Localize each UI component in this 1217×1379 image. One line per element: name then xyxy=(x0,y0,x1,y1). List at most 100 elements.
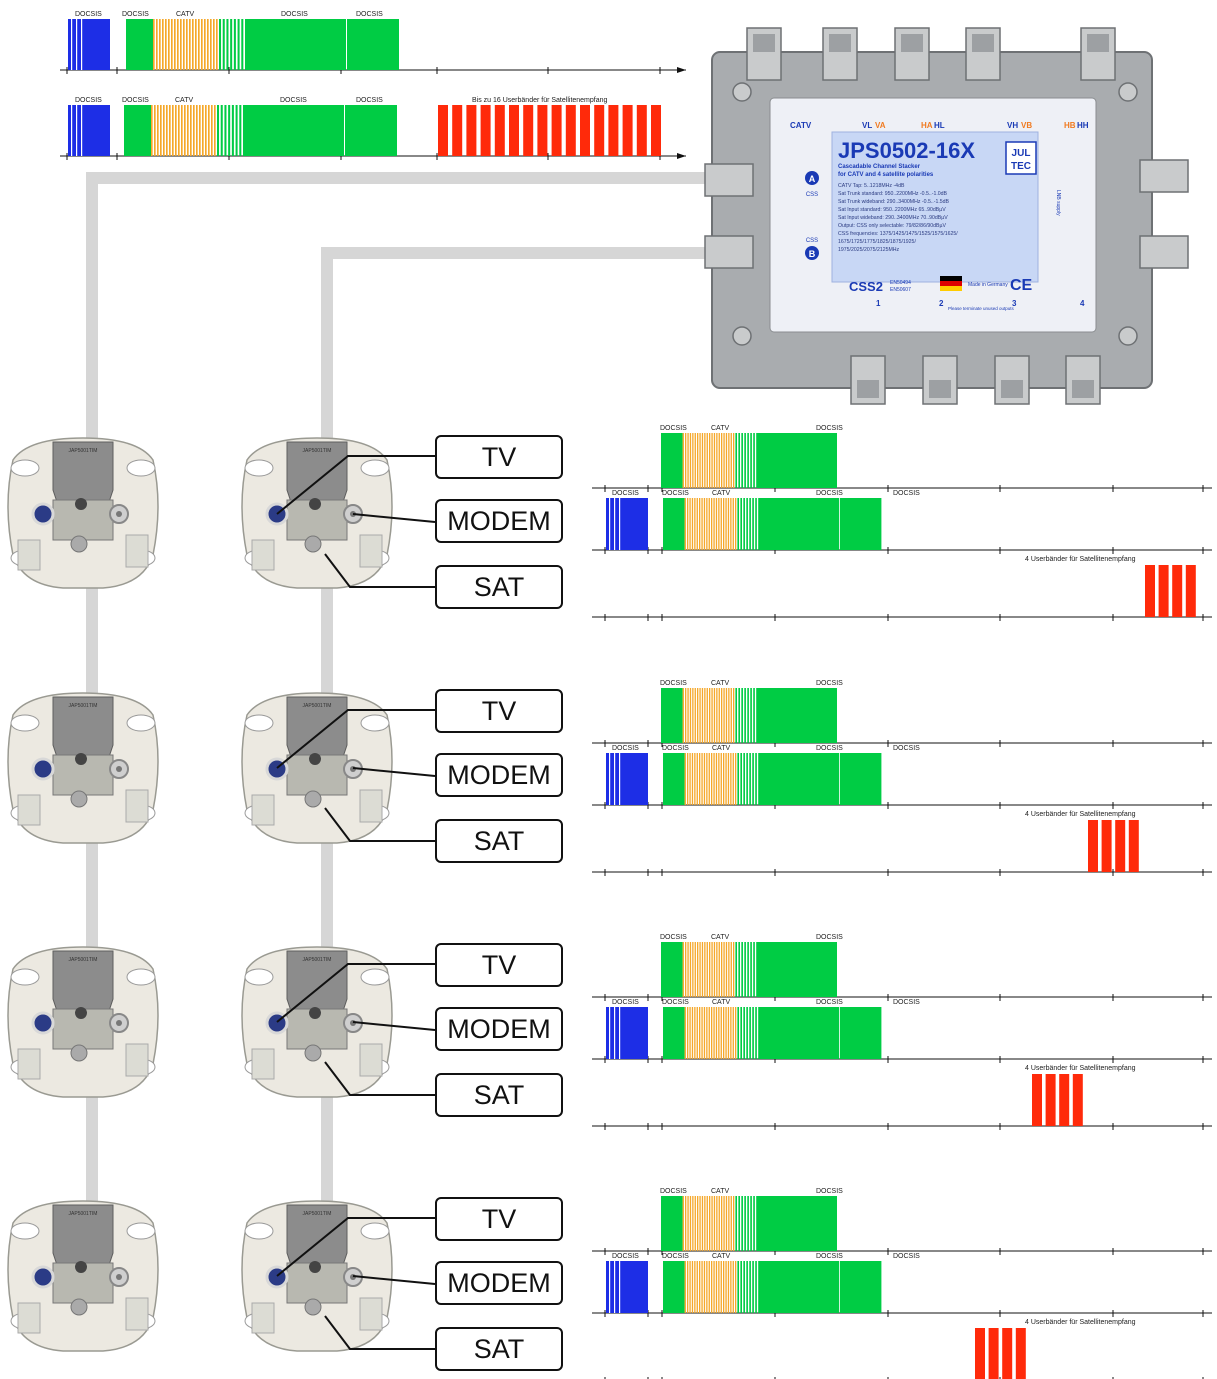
axis-arrow xyxy=(677,153,686,159)
catv-channels-channel xyxy=(687,433,689,488)
catv-channels-channel xyxy=(733,433,735,488)
label-catv: CATV xyxy=(711,680,730,687)
catv-channels-channel xyxy=(186,19,188,70)
screw-slot xyxy=(244,459,274,477)
label-docsis: DOCSIS xyxy=(356,97,383,104)
terminal-tv-box: TV xyxy=(435,1197,563,1241)
catv-channels-channel xyxy=(692,688,694,743)
catv-channels-channel xyxy=(730,433,732,488)
input-hb-label: HB xyxy=(1064,121,1076,130)
catv-channels-channel xyxy=(728,433,730,488)
catv-channels-channel xyxy=(703,753,706,805)
catv-channels-channel xyxy=(711,1196,713,1251)
label-docsis: DOCSIS xyxy=(662,745,689,752)
catv-channels-channel xyxy=(715,1261,718,1313)
outlet-label-plate xyxy=(251,1302,275,1334)
docsis-green-channels-channel xyxy=(740,498,742,550)
docsis-green-channels-channel xyxy=(737,1007,740,1059)
label-docsis: DOCSIS xyxy=(662,490,689,497)
catv-channels-channel xyxy=(687,688,689,743)
catv-channels-channel xyxy=(730,688,732,743)
tv-connector xyxy=(31,757,55,781)
docsis-green-channels-channel xyxy=(743,1007,745,1059)
label-docsis: DOCSIS xyxy=(356,11,383,18)
catv-channels-channel xyxy=(703,1261,706,1313)
css2-logo: CSS2 xyxy=(849,279,883,294)
catv-channels-channel xyxy=(216,19,218,70)
terminal-sat-box: SAT xyxy=(435,565,563,609)
sat-userband xyxy=(1128,820,1139,872)
catv-channels-channel xyxy=(682,688,684,743)
catv-channels-channel xyxy=(691,1007,694,1059)
catv-channels-channel xyxy=(720,753,722,805)
label-catv: CATV xyxy=(711,934,730,941)
modem-line xyxy=(352,513,436,523)
docsis-green-channels xyxy=(737,753,757,805)
docsis-green-channels-channel xyxy=(741,688,743,743)
catv-channels-channel xyxy=(682,942,684,997)
docsis-green-block xyxy=(756,1196,837,1251)
docsis-green-channels-channel xyxy=(744,688,746,743)
outlet-model-text: JAP5001TIM xyxy=(69,1211,98,1217)
catv-channels-channel xyxy=(172,105,174,156)
cable-output-a xyxy=(86,172,705,1280)
catv-channels-channel xyxy=(689,1007,691,1059)
outlet-label-plate xyxy=(359,1043,383,1077)
catv-channels-channel xyxy=(701,498,703,550)
outlet-label-plate xyxy=(125,1043,149,1077)
outlet-label-plate xyxy=(359,789,383,823)
catv-channels-channel xyxy=(694,1196,696,1251)
input-vb-label: VB xyxy=(1021,121,1032,130)
spec-line: Sat Trunk wideband: 290..3400MHz -0.5..-… xyxy=(838,199,950,205)
channel-gap xyxy=(619,1007,621,1059)
catv-channels-channel xyxy=(723,1261,725,1313)
tv-line xyxy=(276,709,435,769)
channel-gap xyxy=(614,1261,616,1313)
catv-channels-channel xyxy=(174,19,176,70)
docsis-green-channels-channel xyxy=(750,433,752,488)
catv-channels-channel xyxy=(210,19,212,70)
catv-channels-channel xyxy=(723,688,725,743)
wall-outlet: JAP5001TIM xyxy=(241,437,393,589)
channel-gap xyxy=(614,1007,616,1059)
catv-channels-channel xyxy=(709,942,711,997)
catv-channels-channel xyxy=(718,433,720,488)
catv-channels-channel xyxy=(701,753,703,805)
label-docsis: DOCSIS xyxy=(281,11,308,18)
docsis-green-channels-channel xyxy=(749,498,751,550)
catv-channels-channel xyxy=(733,942,735,997)
catv-channels-channel xyxy=(153,19,155,70)
catv-channels-channel xyxy=(178,105,180,156)
docsis-green-channels-channel xyxy=(744,433,746,488)
catv-channels-channel xyxy=(689,1261,691,1313)
docsis-green-channels-channel xyxy=(217,105,220,156)
norm-label: EN50494 xyxy=(890,280,911,286)
channel-gap xyxy=(71,105,73,156)
label-catv: CATV xyxy=(712,490,731,497)
catv-channels-channel xyxy=(706,1007,708,1059)
screw-slot xyxy=(244,1222,274,1240)
catv-channels-channel xyxy=(154,105,156,156)
catv-channels-channel xyxy=(727,1007,730,1059)
docsis-green-block xyxy=(663,1261,685,1313)
outlet-label-plate xyxy=(125,789,149,823)
sat-connector xyxy=(70,1298,88,1316)
data-connector-pin xyxy=(116,1274,122,1280)
spec-line: Output: CSS only selectable: 79/82/86/90… xyxy=(838,223,946,229)
sat-userband xyxy=(494,105,505,156)
docsis-green-channels-channel xyxy=(755,498,757,550)
catv-channels-channel xyxy=(685,433,687,488)
sat-userband xyxy=(1145,565,1155,617)
catv-channels-channel xyxy=(156,19,158,70)
docsis-green-channels-channel xyxy=(753,942,755,997)
data-connector-pin xyxy=(116,511,122,517)
docsis-green-channels-channel xyxy=(219,19,222,70)
catv-channels-channel xyxy=(682,1196,684,1251)
sat-userband xyxy=(1172,565,1183,617)
sat-userband xyxy=(452,105,463,156)
catv-channels-channel xyxy=(687,1007,689,1059)
catv-channels-channel xyxy=(151,105,153,156)
catv-channels-channel xyxy=(735,753,737,805)
sat-line xyxy=(324,1061,435,1096)
catv-channels-channel xyxy=(735,1007,737,1059)
